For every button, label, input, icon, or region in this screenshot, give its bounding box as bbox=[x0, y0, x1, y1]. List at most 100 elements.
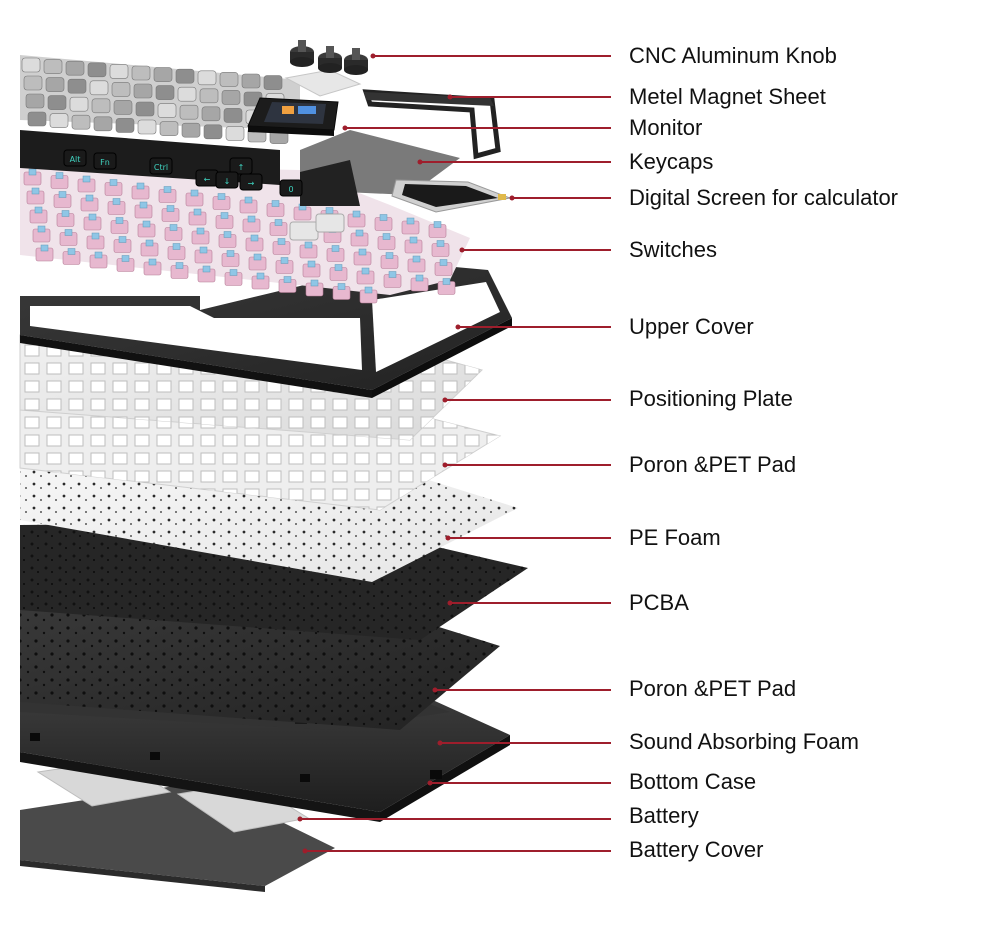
keycap bbox=[91, 98, 111, 114]
switch-stem bbox=[139, 201, 148, 209]
leader-line-switches bbox=[462, 249, 611, 251]
switch-stem bbox=[439, 259, 448, 266]
switch-stem bbox=[64, 229, 73, 236]
switch-stem bbox=[385, 252, 394, 259]
keycap bbox=[113, 100, 133, 115]
keycap bbox=[131, 65, 151, 81]
switch-stem bbox=[382, 233, 391, 240]
switch-stem bbox=[109, 179, 118, 186]
keycap bbox=[179, 104, 199, 120]
label-pe-foam: PE Foam bbox=[629, 525, 721, 550]
keycap bbox=[221, 90, 241, 105]
label-pcba: PCBA bbox=[629, 590, 689, 615]
switch-stem bbox=[253, 253, 262, 261]
keycap-glyph: Fn bbox=[100, 158, 110, 167]
switch-stem bbox=[409, 236, 418, 244]
switch-stem bbox=[304, 241, 313, 249]
label-switches: Switches bbox=[629, 237, 718, 262]
label-poron-pet-pad-top: Poron &PET Pad bbox=[629, 452, 797, 477]
switch-stem bbox=[82, 175, 91, 183]
switch-stem bbox=[55, 172, 64, 179]
keycap bbox=[27, 111, 47, 127]
keycap bbox=[223, 108, 243, 123]
switch-stem bbox=[94, 251, 103, 259]
switch-stem bbox=[88, 213, 97, 221]
label-sound-absorbing-foam: Sound Absorbing Foam bbox=[629, 729, 859, 754]
switch-stem bbox=[163, 186, 172, 193]
switch-stem bbox=[67, 248, 76, 255]
switch-stem bbox=[256, 272, 265, 280]
switch-stem bbox=[274, 219, 283, 226]
keycap bbox=[203, 124, 223, 140]
keycap-glyph: ← bbox=[204, 175, 211, 184]
switch-stem bbox=[61, 210, 70, 217]
keycap bbox=[93, 116, 113, 132]
keycap bbox=[137, 119, 157, 135]
switch-stem bbox=[352, 210, 361, 218]
switch-stem bbox=[193, 208, 202, 216]
switch-stem bbox=[172, 243, 181, 250]
switch-stem bbox=[364, 286, 373, 294]
leader-line-pcba bbox=[450, 602, 611, 604]
switch-stem bbox=[118, 236, 127, 243]
switch-stem bbox=[37, 225, 46, 233]
keycap bbox=[241, 73, 261, 89]
label-upper-cover: Upper Cover bbox=[629, 314, 754, 339]
keycap-glyph: Alt bbox=[70, 155, 81, 164]
metel-magnet-sheet-part bbox=[362, 89, 501, 160]
upper-cover-part bbox=[20, 262, 512, 398]
keycap bbox=[263, 75, 283, 90]
keycap-glyph: 0 bbox=[288, 185, 293, 194]
switch-stem bbox=[148, 258, 157, 266]
label-bottom-case: Bottom Case bbox=[629, 769, 757, 794]
digital-screen-part bbox=[391, 179, 512, 213]
keycap bbox=[115, 118, 135, 133]
switch-stem bbox=[280, 257, 289, 264]
switch-stem bbox=[166, 205, 175, 212]
keycap bbox=[21, 57, 41, 73]
switch-stem bbox=[307, 260, 316, 268]
label-poron-pet-pad-bottom: Poron &PET Pad bbox=[629, 676, 797, 701]
keycap-dark bbox=[149, 157, 173, 175]
keycap bbox=[43, 59, 63, 74]
leader-line-upper-cover bbox=[458, 326, 611, 328]
leader-line-positioning-plate bbox=[445, 399, 611, 401]
keycap bbox=[199, 88, 219, 104]
keycap bbox=[157, 103, 177, 118]
switch-stem bbox=[436, 240, 445, 247]
keycap bbox=[49, 113, 69, 128]
switch-stem bbox=[202, 265, 211, 273]
leader-line-poron-pet-pad-top bbox=[445, 464, 611, 466]
keycap bbox=[87, 62, 107, 78]
keycap-dark bbox=[63, 149, 87, 167]
switch-stem bbox=[271, 200, 280, 207]
switch-stem bbox=[388, 271, 397, 278]
switch-stem bbox=[310, 279, 319, 287]
keycap bbox=[67, 78, 87, 94]
knob-3 bbox=[344, 48, 368, 75]
keycap bbox=[47, 95, 67, 110]
leader-line-pe-foam bbox=[448, 537, 611, 539]
switch-stem bbox=[169, 224, 178, 231]
keycap bbox=[109, 64, 129, 79]
switch-stem bbox=[142, 220, 151, 228]
keycap bbox=[175, 68, 195, 84]
switch-stem bbox=[145, 239, 154, 247]
keycap-glyph: Ctrl bbox=[154, 163, 168, 172]
switch-stem bbox=[31, 187, 40, 195]
switch-stem bbox=[190, 189, 199, 197]
label-battery-cover: Battery Cover bbox=[629, 837, 764, 862]
keycap bbox=[69, 96, 89, 112]
switch-stem bbox=[433, 221, 442, 228]
switch-stem bbox=[277, 238, 286, 245]
keycap bbox=[159, 121, 179, 136]
keycap bbox=[181, 122, 201, 138]
switch-stem bbox=[337, 283, 346, 290]
switch-stem bbox=[136, 182, 145, 190]
keycap-dark bbox=[279, 179, 303, 197]
keycap bbox=[201, 106, 221, 122]
switch-stem bbox=[283, 276, 292, 283]
keycap-glyph: ↓ bbox=[224, 177, 231, 186]
knob-1 bbox=[290, 40, 314, 67]
knob-acrylic-base bbox=[284, 69, 362, 97]
